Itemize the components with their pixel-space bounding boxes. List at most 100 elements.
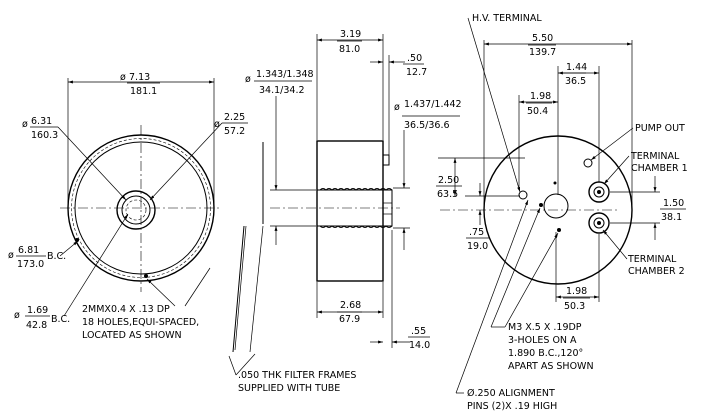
rear-center-hole (543, 193, 569, 219)
m3-note-line: 3-HOLES ON A (508, 335, 577, 346)
dim-bc-suffix: B.C. (47, 251, 66, 262)
label-terminal-chamber-1: TERMINAL (630, 151, 680, 162)
leader-2-25 (149, 122, 223, 201)
dia-symbol: ø (214, 119, 220, 130)
dim-dia2-in: 1.437/1.442 (404, 99, 462, 110)
dim-hub-in: 2.25 (224, 112, 245, 123)
dim-rear-v3-in: 1.50 (663, 198, 684, 209)
side-body (316, 140, 384, 282)
leader-holes (146, 278, 176, 307)
leader-holes (184, 267, 211, 307)
rear-hole (553, 181, 557, 185)
side-boss (382, 154, 390, 166)
dim-stub-in: .55 (411, 326, 426, 337)
dia-symbol: ø (120, 72, 126, 83)
dim-inner-ring-mm: 160.3 (31, 130, 58, 141)
dia-symbol: ø (14, 310, 20, 321)
dim-rear-bottom-in: 1.98 (566, 286, 587, 297)
leader-6-81 (59, 240, 79, 257)
dim-stub-mm: 14.0 (409, 340, 430, 351)
filter-note-line: SUPPLIED WITH TUBE (238, 383, 340, 394)
dim-rear-bottom-mm: 50.3 (564, 301, 585, 312)
filter-frame (232, 225, 245, 353)
dim-rear-width-mm: 139.7 (529, 47, 556, 58)
alignment-note-line: Ø.250 ALIGNMENT (467, 388, 555, 399)
rear-terminal-1-pin (597, 190, 601, 194)
side-thread-bottom (319, 225, 393, 228)
side-view: 3.19 81.0 .50 12.7 ø 1.343/1.348 34.1/34… (228, 29, 462, 394)
leader-pump-out (590, 127, 634, 161)
dim-center-bc-in: 1.69 (27, 305, 48, 316)
dim-rear-d1-mm: 36.5 (565, 76, 586, 87)
dim-center-bc-suffix: B.C. (51, 314, 70, 325)
leader-filter (228, 355, 237, 376)
rear-hole (557, 228, 561, 232)
front-view: ø 7.13 181.1 ø 6.31 160.3 ø 2.25 57.2 ø … (8, 72, 248, 341)
label-hv-terminal: H.V. TERMINAL (472, 13, 542, 24)
dim-body-in: 2.68 (340, 300, 361, 311)
dim-dia2-mm: 36.5/36.6 (404, 120, 450, 131)
m3-note-line: M3 X.5 X .19DP (508, 322, 582, 333)
leader-1-69 (63, 213, 129, 317)
dim-rear-d2-mm: 50.4 (527, 106, 548, 117)
label-terminal-chamber-2: CHAMBER 2 (628, 266, 685, 277)
front-hole-marker (144, 274, 148, 278)
dim-rear-v2-mm: 19.0 (467, 241, 488, 252)
dim-hub-mm: 57.2 (224, 126, 245, 137)
rear-terminal-1-inner (593, 186, 605, 198)
dim-bc-mm: 173.0 (17, 259, 44, 270)
leader-filter (235, 353, 256, 376)
leader-chamber-2 (602, 229, 628, 260)
dim-center-bc-mm: 42.8 (26, 320, 47, 331)
filter-frame-edge (249, 225, 264, 353)
dim-body-mm: 67.9 (339, 314, 360, 325)
dim-rear-v2-in: .75 (469, 227, 484, 238)
leader-chamber-1 (603, 155, 630, 185)
dim-side-width-in: 3.19 (340, 29, 361, 40)
holes-note-line: LOCATED AS SHOWN (82, 330, 182, 341)
dim-rear-width-in: 5.50 (532, 33, 553, 44)
dia-symbol: ø (245, 74, 251, 85)
leader-hv (467, 17, 521, 193)
dim-rear-d2-in: 1.98 (530, 91, 551, 102)
dia-symbol: ø (22, 119, 28, 130)
dim-outer-dia-in: 7.13 (129, 72, 150, 83)
dim-rear-v3-mm: 38.1 (661, 212, 682, 223)
dim-outer-dia-mm: 181.1 (130, 86, 157, 97)
dim-step-in: .50 (407, 53, 422, 64)
rear-terminal-2-pin (597, 221, 601, 225)
label-terminal-chamber-2: TERMINAL (627, 254, 677, 265)
label-terminal-chamber-1: CHAMBER 1 (631, 163, 688, 174)
holes-note-line: 18 HOLES,EQUI-SPACED, (82, 317, 199, 328)
rear-terminal-2-inner (593, 217, 605, 229)
front-hub-inner (121, 195, 151, 225)
rear-view: H.V. TERMINAL 5.50 139.7 1.44 36.5 1.98 … (436, 13, 688, 412)
leader-6-31 (57, 126, 127, 201)
dim-side-width-mm: 81.0 (339, 44, 360, 55)
rear-terminal-2-outer (588, 212, 610, 234)
dim-rear-v1-in: 2.50 (438, 175, 459, 186)
dim-rear-d1-in: 1.44 (566, 62, 587, 73)
rear-hole (539, 203, 543, 207)
leader-m3 (490, 207, 541, 328)
dim-bc-in: 6.81 (18, 245, 39, 256)
holes-note-line: 2MMX0.4 X .13 DP (82, 304, 170, 315)
dim-dia1-mm: 34.1/34.2 (259, 85, 305, 96)
dim-dia1-in: 1.343/1.348 (256, 69, 314, 80)
dim-rear-v1-mm: 63.5 (437, 189, 458, 200)
leader-alignment (455, 199, 529, 394)
dia-symbol: ø (8, 250, 14, 261)
leader-m3 (504, 232, 559, 328)
dim-inner-ring-in: 6.31 (31, 116, 52, 127)
label-pump-out: PUMP OUT (635, 123, 685, 134)
front-hub-outer (116, 190, 156, 230)
filter-note-line: .050 THK FILTER FRAMES (238, 370, 356, 381)
filter-frame-edge (234, 225, 247, 351)
m3-note-line: 1.890 B.C.,120° (508, 348, 583, 359)
alignment-note-line: PINS (2)X .19 HIGH (467, 401, 557, 412)
front-center-bc (125, 199, 147, 221)
m3-note-line: APART AS SHOWN (508, 361, 594, 372)
side-thread-top (319, 188, 393, 191)
dim-step-mm: 12.7 (406, 67, 427, 78)
